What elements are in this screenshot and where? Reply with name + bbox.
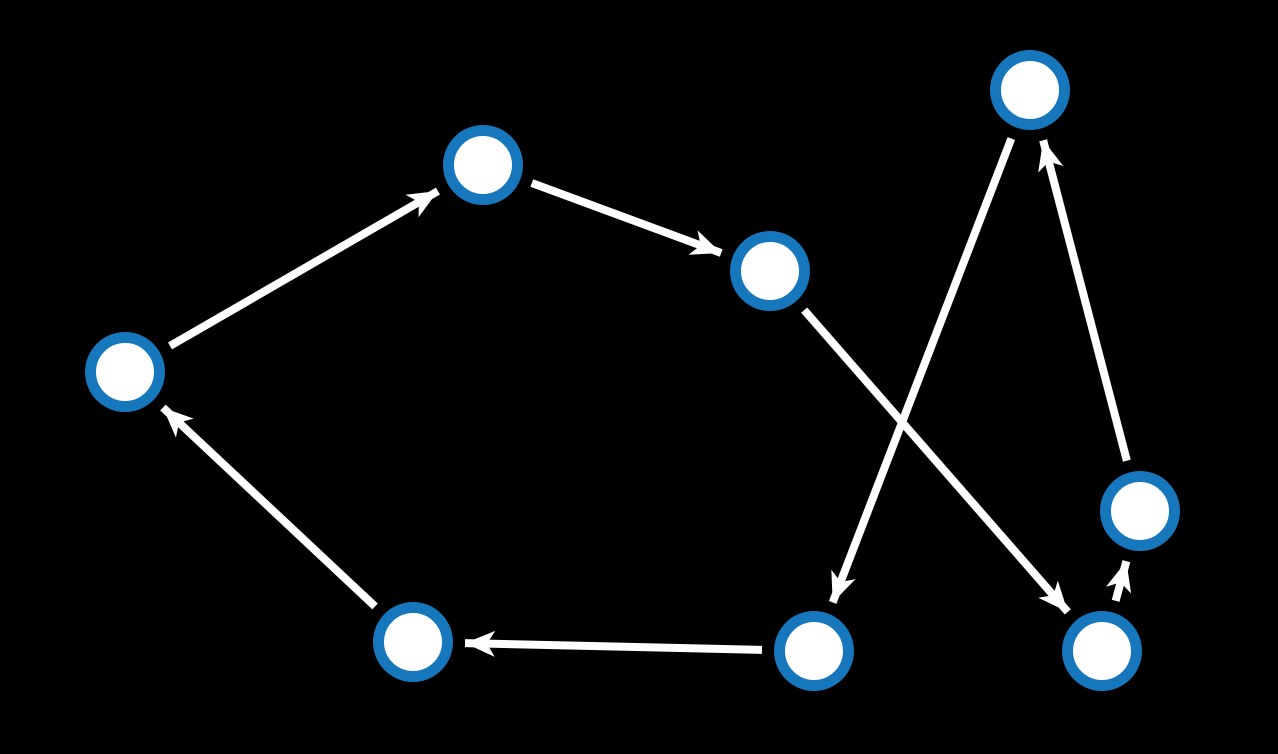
graph-node-right (1100, 471, 1180, 551)
graph-node-top-right (990, 50, 1070, 130)
graph-edge-node-middle-to-node-bottom-right (801, 307, 1071, 615)
graph-node-middle (730, 231, 810, 311)
graph-edge-node-top-right-to-node-bottom-middle (828, 137, 1016, 604)
graph-edge-node-bottom-middle-to-node-bottom-left (464, 630, 763, 657)
nodes-layer (85, 50, 1180, 691)
graph-edge-node-upper-middle-to-node-middle (530, 179, 723, 257)
graph-edge-node-bottom-right-to-node-right (1105, 560, 1132, 602)
graph-node-bottom-right (1062, 611, 1142, 691)
graph-node-bottom-left (373, 602, 453, 682)
graph-node-bottom-middle (774, 611, 854, 691)
graph-edge-node-bottom-left-to-node-left (160, 404, 378, 610)
edges-layer (160, 137, 1132, 657)
graph-node-left (85, 332, 165, 412)
graph-edge-node-left-to-node-upper-middle (168, 187, 440, 350)
graph-edge-node-right-to-node-top-right (1038, 139, 1131, 462)
graph-node-upper-middle (443, 125, 523, 205)
